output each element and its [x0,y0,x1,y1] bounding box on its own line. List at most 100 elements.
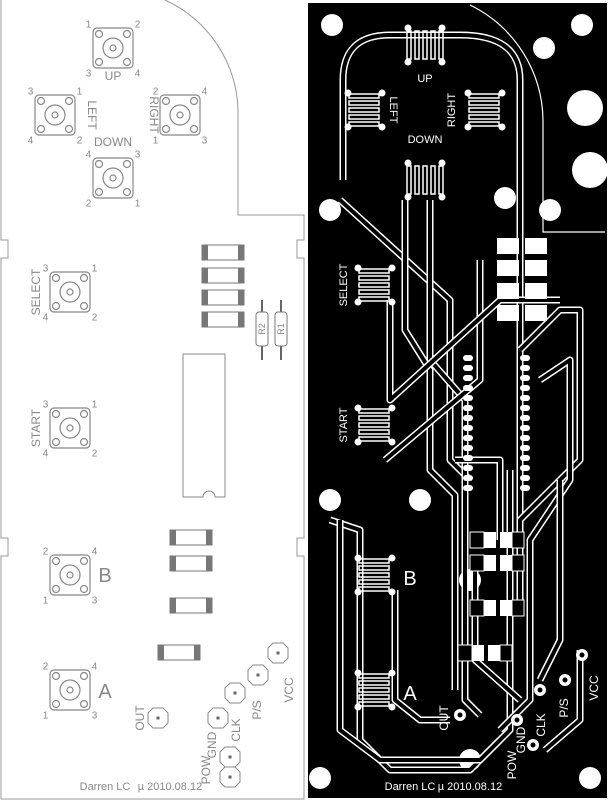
ic-pad [463,395,473,401]
pin-pad [79,584,89,594]
pad [378,89,386,97]
button-label: DOWN [408,134,443,146]
pad [388,438,396,446]
pin-number: 3 [135,150,141,161]
trace-isolation [393,590,450,722]
pad [438,193,446,201]
smd-pad [497,283,519,299]
pad-hole [228,755,232,759]
ic-pad [463,365,473,371]
pad [498,123,506,131]
pin-number: 2 [77,136,83,147]
smd-pad [469,599,485,617]
mounting-hole [321,14,343,36]
pin-number: 4 [43,449,49,460]
contact-finger [358,275,390,281]
pin-number: 2 [153,87,159,98]
mounting-hole [309,767,331,789]
ic-pad [520,365,530,371]
trace-isolation [543,650,582,752]
pad-hole [537,687,543,693]
contact-finger [358,572,390,578]
copper-button-right: RIGHT [446,89,506,131]
smd-pad [202,312,208,327]
contact-finger [468,100,500,106]
smd-pad [202,268,208,283]
pin-pad [51,273,61,283]
smd-component [201,311,245,328]
switch-actuator [44,104,66,126]
smd-pad [497,305,519,321]
pad [388,669,396,677]
mounting-hole [567,90,603,126]
button-label: UP [105,69,122,83]
pad [354,703,362,711]
pad [404,58,412,66]
pin-pad [79,301,89,311]
button-label: SELECT [338,263,350,306]
switch-actuator [102,37,124,59]
switch-center [51,111,59,119]
smd-component [157,644,201,661]
pin-number: 1 [92,264,98,275]
smd-component [169,555,213,572]
smd-pad [170,598,176,613]
smd-pad [525,260,547,276]
contact-finger [358,429,390,435]
switch-actuator [59,679,81,701]
pin-pad [122,187,132,197]
ic-pad [520,435,530,441]
contact-finger [358,422,390,428]
button-label: START [29,408,43,447]
author-label: Darren LC [385,781,436,793]
pad [388,588,396,596]
copper-button-up: UP [404,24,446,85]
pad [354,669,362,677]
pad-hole [156,716,160,720]
label-gnd: GND [514,726,528,753]
pin-number: 1 [135,199,141,210]
switch-body [92,157,134,199]
ic-pad [463,455,473,461]
contact-finger [468,114,500,120]
switch-center [66,686,74,694]
pad [404,193,412,201]
contact-finger [348,100,380,106]
pin-number: 3 [43,400,49,411]
connector-pad [267,642,289,664]
pad [354,438,362,446]
pad-hole [457,712,463,718]
ic-pad [463,385,473,391]
board-edge-line [469,4,605,233]
smd-pad [511,531,525,549]
pad [464,89,472,97]
pin-pad [122,29,132,39]
switch-body [49,669,91,711]
contact-finger [348,107,380,113]
trace-isolation [538,480,562,681]
switch-actuator [59,417,81,439]
contact-finger [414,30,420,60]
pin-pad [79,671,89,681]
smd-pad [469,531,485,549]
resistor-body [274,311,288,347]
pin-pad [51,671,61,681]
pin-pad [161,96,171,106]
smd-component [201,244,245,261]
trace-isolation [388,298,560,402]
mounting-hole [409,489,431,511]
pad [438,58,446,66]
pin-number: 3 [43,264,49,275]
pin-number: 3 [28,87,34,98]
ic-pad [463,425,473,431]
connector-pad [247,664,269,686]
smd-pad [457,644,473,662]
contact-finger [468,107,500,113]
smd-pad [206,530,212,545]
label-pow: POW [199,755,213,784]
switch-actuator [59,281,81,303]
switch-center [66,424,74,432]
resistor-label: R1 [276,323,286,335]
